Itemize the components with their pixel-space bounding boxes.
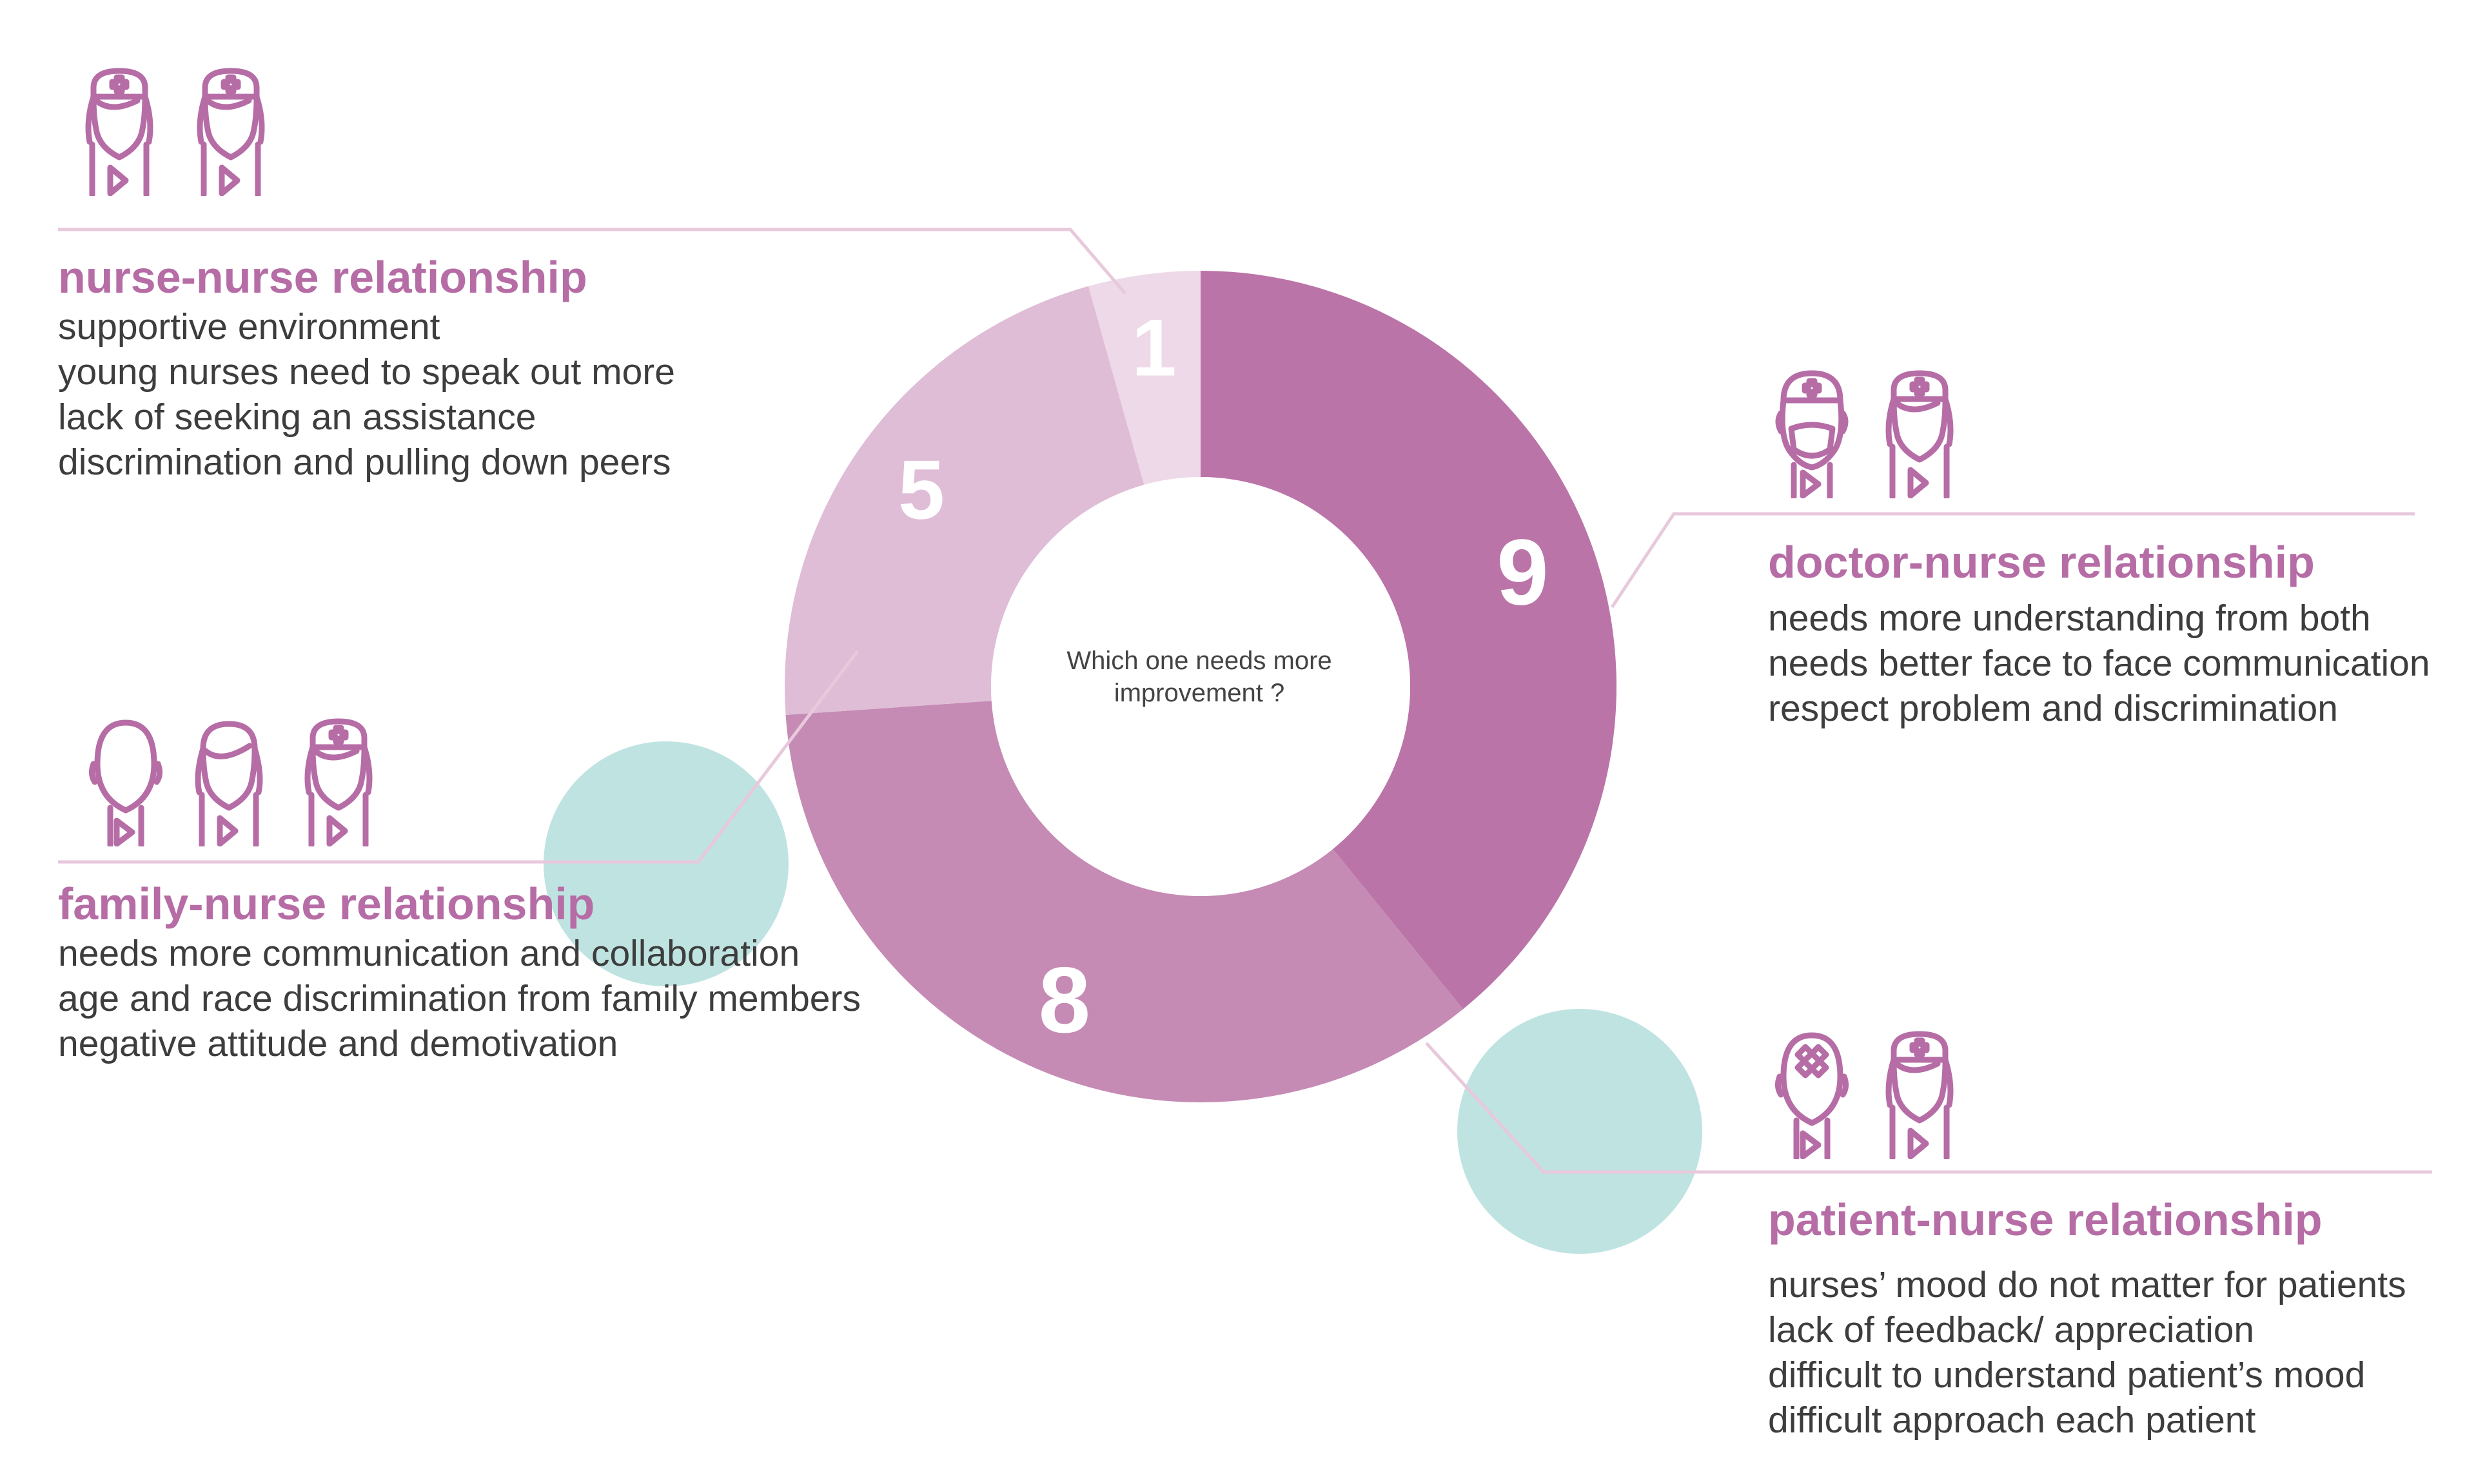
teal-circle-left [544, 741, 789, 986]
donut-slice [785, 701, 1464, 1102]
nurse-nurse-section: nurse-nurse relationship supportive envi… [58, 250, 675, 485]
section-line: nurses’ mood do not matter for patients [1768, 1264, 2406, 1305]
section-line: lack of feedback/ appreciation [1768, 1309, 2255, 1351]
patient-icon [1778, 1035, 1845, 1158]
section-line: needs more understanding from both [1768, 598, 2371, 639]
donut-chart: 9 8 5 1 [785, 271, 1617, 1102]
donut-hole [991, 477, 1410, 896]
teal-circle-right [1457, 1009, 1702, 1254]
section-line: needs better face to face communication [1768, 643, 2430, 684]
slice-value-label: 9 [1497, 520, 1549, 625]
connector-family [58, 650, 859, 864]
doctor-icon [1778, 373, 1845, 497]
connector-doctor [1610, 512, 2415, 609]
nurse-icon [88, 71, 150, 195]
family-nurse-section: family-nurse relationship needs more com… [58, 877, 861, 1066]
section-title: patient-nurse relationship [1768, 1195, 2323, 1245]
section-line: respect problem and discrimination [1768, 688, 2338, 729]
doctor-nurse-section: doctor-nurse relationship needs more und… [1768, 535, 2430, 731]
connector-patient [1425, 1042, 2432, 1174]
man-icon [92, 723, 159, 845]
nurse-icon [1889, 373, 1950, 497]
nurse-icon [1889, 1034, 1950, 1158]
section-line: difficult to understand patient’s mood [1768, 1354, 2366, 1396]
section-line: negative attitude and demotivation [58, 1023, 618, 1064]
slice-value-label: 1 [1132, 303, 1177, 393]
section-line: needs more communication and collaborati… [58, 933, 800, 974]
center-question: Which one needs more improvement ? [1066, 647, 1332, 707]
section-line: supportive environment [58, 306, 440, 347]
slice-value-label: 5 [898, 442, 945, 536]
donut-slice [1088, 271, 1201, 485]
nurse-icon [200, 71, 262, 195]
woman-icon [198, 724, 260, 845]
connector-lines [58, 228, 2432, 1174]
section-title: nurse-nurse relationship [58, 252, 587, 302]
section-line: young nurses need to speak out more [58, 351, 675, 393]
section-line: lack of seeking an assistance [58, 396, 536, 438]
section-title: doctor-nurse relationship [1768, 537, 2315, 587]
nurse-icon [308, 721, 369, 845]
section-line: age and race discrimination from family … [58, 978, 861, 1019]
slice-value-label: 8 [1039, 948, 1091, 1052]
donut-slice [1201, 271, 1617, 1010]
patient-nurse-section: patient-nurse relationship nurses’ mood … [1768, 1193, 2406, 1443]
section-line: difficult approach each patient [1768, 1400, 2256, 1441]
connector-nurse [58, 228, 1126, 295]
section-title: family-nurse relationship [58, 879, 595, 929]
donut-slice [785, 286, 1145, 716]
section-line: discrimination and pulling down peers [58, 442, 671, 483]
